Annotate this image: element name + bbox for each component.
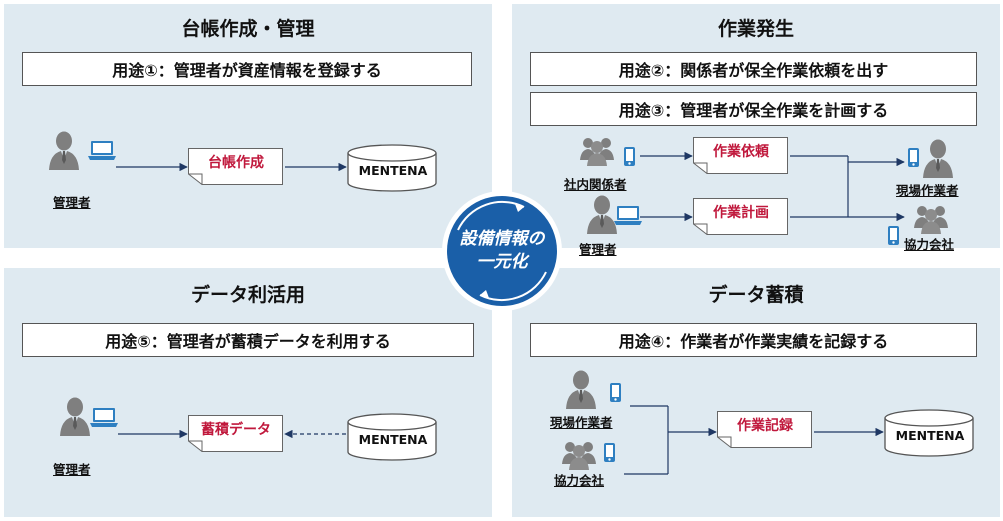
usage-box: 用途⑤：管理者が蓄積データを利用する xyxy=(22,323,474,357)
arrows xyxy=(640,151,905,222)
document-shape: 作業計画 xyxy=(693,198,789,236)
document-shape: 蓄積データ xyxy=(188,415,284,453)
database-label: MENTENA xyxy=(358,432,428,447)
panel-title: 台帳作成・管理 xyxy=(181,18,315,40)
arrows xyxy=(116,162,347,172)
arrows xyxy=(624,405,884,475)
usage-box: 用途②：関係者が保全作業依頼を出す xyxy=(530,52,977,86)
database-label: MENTENA xyxy=(358,163,428,178)
panel-title: データ蓄積 xyxy=(708,284,804,306)
arrows xyxy=(118,429,346,439)
document-label: 台帳作成 xyxy=(208,155,264,171)
document-label: 蓄積データ xyxy=(201,422,271,438)
usage-box: 用途④：作業者が作業実績を記録する xyxy=(530,323,977,357)
panel-title: 作業発生 xyxy=(717,18,794,40)
usage-box: 用途③：管理者が保全作業を計画する xyxy=(530,92,977,126)
panel-accumulate: データ蓄積 用途④：作業者が作業実績を記録する 現場作業者 協力会社 作業記録 … xyxy=(512,268,1000,517)
center-label-line2: 一元化 xyxy=(476,252,528,272)
database-shape: MENTENA xyxy=(884,409,976,459)
person-label: 管理者 xyxy=(53,195,91,210)
database-shape: MENTENA xyxy=(347,144,439,194)
document-label: 作業計画 xyxy=(713,205,769,221)
center-circle xyxy=(442,191,562,311)
document-shape: 台帳作成 xyxy=(188,148,284,186)
document-shape: 作業記録 xyxy=(717,411,813,449)
partner-label: 協力会社 xyxy=(904,237,955,252)
panel-title: データ利活用 xyxy=(190,284,305,306)
person-label: 管理者 xyxy=(53,462,91,477)
database-label: MENTENA xyxy=(895,428,965,443)
center-label-line1: 設備情報の xyxy=(459,229,545,249)
field-worker-label: 現場作業者 xyxy=(550,415,613,430)
usage-box: 用途①：管理者が資産情報を登録する xyxy=(22,52,472,86)
document-label: 作業依頼 xyxy=(713,144,769,160)
field-worker-label: 現場作業者 xyxy=(896,183,959,198)
center-badge: 設備情報の 一元化 xyxy=(438,190,566,312)
requester-label: 社内関係者 xyxy=(564,177,627,192)
panel-data-use: データ利活用 用途⑤：管理者が蓄積データを利用する 管理者 蓄積データ MENT… xyxy=(4,268,492,517)
database-shape: MENTENA xyxy=(347,413,439,463)
document-label: 作業記録 xyxy=(737,418,793,434)
document-shape: 作業依頼 xyxy=(693,137,789,175)
panel-ledger: 台帳作成・管理 用途①：管理者が資産情報を登録する 管理者 台帳作成 MENTE… xyxy=(4,4,492,248)
panel-work: 作業発生 用途②：関係者が保全作業依頼を出す 用途③：管理者が保全作業を計画する… xyxy=(512,4,1000,257)
manager-label: 管理者 xyxy=(579,242,617,257)
partner-label: 協力会社 xyxy=(554,473,605,488)
